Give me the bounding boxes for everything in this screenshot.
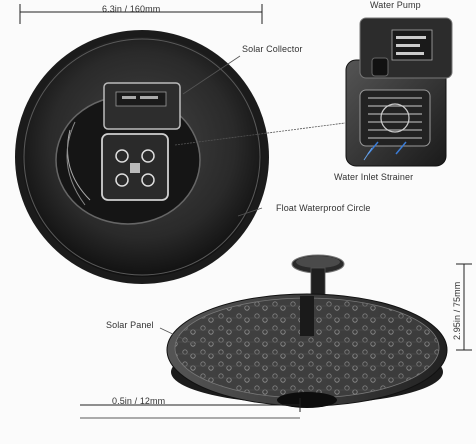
solar-collector: [103, 82, 181, 130]
float-circle-label: Float Waterproof Circle: [276, 203, 371, 213]
height-dimension-line: [456, 263, 472, 351]
solar-collector-label: Solar Collector: [242, 44, 303, 54]
solar-panel-label: Solar Panel: [106, 320, 154, 330]
inner-pump-module: [101, 133, 169, 201]
solar-panel-disc: [166, 293, 448, 408]
water-pump: [345, 17, 453, 167]
water-inlet-strainer-label: Water Inlet Strainer: [334, 172, 414, 182]
water-pump-label: Water Pump: [370, 0, 421, 10]
top-dimension-line: [19, 4, 263, 24]
bottom-depth-label: 0.5in / 12mm: [112, 396, 166, 406]
top-width-label: 6.3in / 160mm: [102, 4, 161, 14]
height-label: 2.95in / 75mm: [452, 281, 462, 340]
inlet-arrows: [363, 141, 407, 161]
